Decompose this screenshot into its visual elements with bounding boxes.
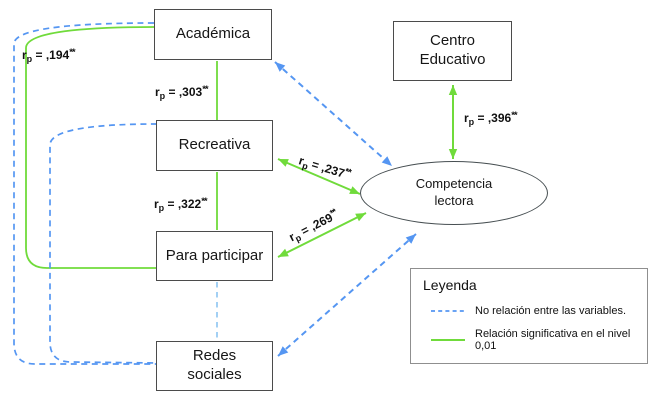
- legend-item-no-relation: No relación entre las variables.: [430, 305, 647, 317]
- corr-label-recreativa-para-participar: rp = ,322**: [154, 196, 208, 213]
- legend-dashed-line-swatch: [431, 310, 465, 312]
- arrowhead: [381, 156, 392, 166]
- legend-item-label: Relación significativa en el nivel 0,01: [475, 328, 631, 352]
- node-label: lectora: [434, 193, 474, 208]
- arrowhead: [448, 85, 458, 95]
- connector-recreativa-redes-sociales: [49, 123, 158, 364]
- connector-academica-para-participar: [25, 26, 156, 269]
- legend-item-label: No relación entre las variables.: [475, 305, 627, 317]
- node-para-participar: Para participar: [156, 231, 273, 281]
- node-label: Educativo: [419, 51, 486, 68]
- node-label: Académica: [175, 25, 251, 43]
- arrowhead: [448, 149, 458, 159]
- node-centro-educativo: Centro Educativo: [393, 21, 512, 81]
- legend-title: Leyenda: [423, 277, 477, 293]
- node-label: Competencia: [415, 176, 493, 192]
- legend-solid-line-swatch: [431, 339, 465, 341]
- corr-label-academica-recreativa: rp = ,303**: [155, 84, 209, 101]
- corr-label-academica-para-participar: rp = ,194**: [22, 47, 76, 64]
- node-label: Centro: [429, 32, 476, 50]
- connector-academica-competencia: [274, 61, 393, 167]
- arrowhead: [275, 62, 286, 72]
- node-recreativa: Recreativa: [156, 120, 273, 171]
- node-label: sociales: [187, 366, 242, 383]
- connector-recreativa-competencia: [277, 158, 361, 195]
- connector-redes-sociales-competencia: [277, 233, 417, 357]
- node-competencia-lectora: Competencia lectora: [360, 161, 548, 225]
- arrowhead: [355, 213, 366, 222]
- node-label: Para participar: [165, 246, 264, 264]
- arrowhead: [349, 186, 360, 194]
- arrowhead: [278, 248, 289, 257]
- arrowhead: [278, 346, 289, 356]
- node-label: Recreativa: [178, 136, 251, 154]
- legend-rows: No relación entre las variables. Relació…: [411, 305, 647, 352]
- node-label: Redes: [192, 347, 237, 365]
- connector-para-participar-competencia: [277, 212, 367, 258]
- node-redes-sociales: Redes sociales: [156, 341, 273, 391]
- arrowhead: [405, 234, 416, 244]
- arrowhead: [278, 159, 289, 167]
- corr-label-centro-educativo-competencia: rp = ,396**: [464, 110, 518, 127]
- legend-item-significant: Relación significativa en el nivel 0,01: [430, 328, 647, 352]
- connector-academica-redes-sociales: [13, 22, 156, 365]
- legend: Leyenda No relación entre las variables.…: [410, 268, 648, 364]
- node-academica: Académica: [154, 9, 272, 60]
